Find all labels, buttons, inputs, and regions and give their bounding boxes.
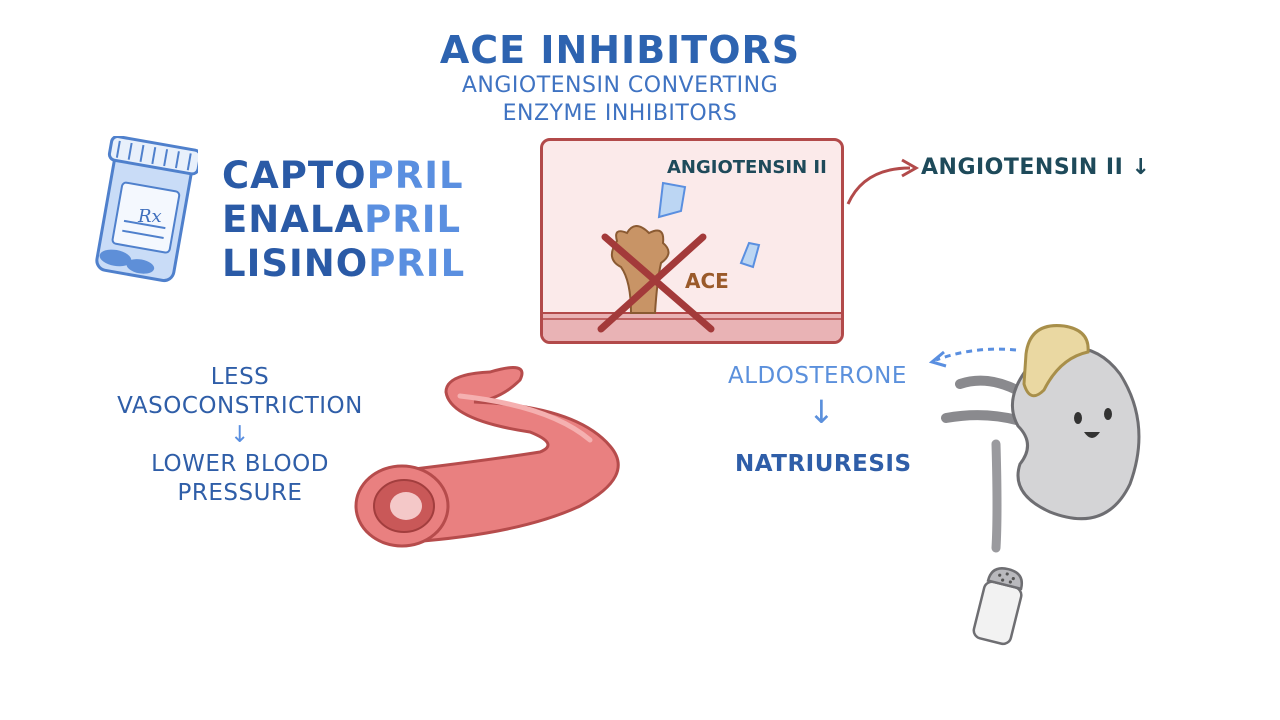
drug-enalapril: ENALAPRIL — [222, 198, 461, 241]
kidney-icon — [941, 324, 1141, 553]
subtitle-line-1: ANGIOTENSIN CONVERTING — [461, 73, 779, 98]
vessel-effects: LESS VASOCONSTRICTION ↓ LOWER BLOOD PRES… — [100, 363, 380, 508]
ace-enzyme-illustration — [543, 181, 841, 341]
drug-suffix: PRIL — [368, 242, 466, 285]
vessel-line-2: VASOCONSTRICTION — [117, 393, 363, 419]
rx-label: Rx — [137, 206, 162, 227]
blood-vessel-icon — [354, 366, 620, 548]
vessel-line-4: PRESSURE — [177, 480, 303, 506]
pill-bottle-icon: Rx — [95, 136, 198, 283]
angiotensin-fragment-1 — [657, 181, 687, 219]
drug-stem: ENALA — [222, 198, 365, 241]
drug-stem: CAPTO — [222, 154, 367, 197]
arrow-adrenal-to-aldosterone — [928, 347, 1017, 368]
vessel-line-3: LOWER BLOOD — [151, 451, 329, 477]
effect-text: ANGIOTENSIN II — [921, 155, 1124, 180]
page-subtitle: ANGIOTENSIN CONVERTING ENZYME INHIBITORS — [340, 72, 900, 128]
vessel-line-1: LESS — [210, 364, 270, 390]
drug-suffix: PRIL — [366, 154, 464, 197]
page-title: ACE INHIBITORS — [439, 28, 801, 72]
drug-suffix: PRIL — [364, 198, 462, 241]
drug-lisinopril: LISINOPRIL — [222, 242, 465, 285]
effect-angiotensin-decrease: ANGIOTENSIN II ↓ — [921, 155, 1150, 180]
down-arrow-icon: ↓ — [1131, 155, 1151, 180]
subtitle-line-2: ENZYME INHIBITORS — [502, 101, 738, 126]
inset-angiotensin-label: ANGIOTENSIN II — [667, 157, 827, 178]
ace-inset-panel: ANGIOTENSIN II ACE — [540, 138, 844, 344]
aldosterone-label: ALDOSTERONE — [728, 363, 907, 389]
down-arrow-icon: ↓ — [808, 393, 836, 431]
ace-enzyme-label: ACE — [685, 269, 729, 293]
salt-shaker-icon — [972, 567, 1023, 646]
down-arrow-icon: ↓ — [230, 422, 250, 448]
angiotensin-fragment-2 — [739, 241, 761, 269]
drug-captopril: CAPTOPRIL — [222, 154, 464, 197]
arrow-inset-to-effect — [846, 158, 920, 205]
natriuresis-label: NATRIURESIS — [735, 451, 912, 477]
drug-stem: LISINO — [222, 242, 369, 285]
